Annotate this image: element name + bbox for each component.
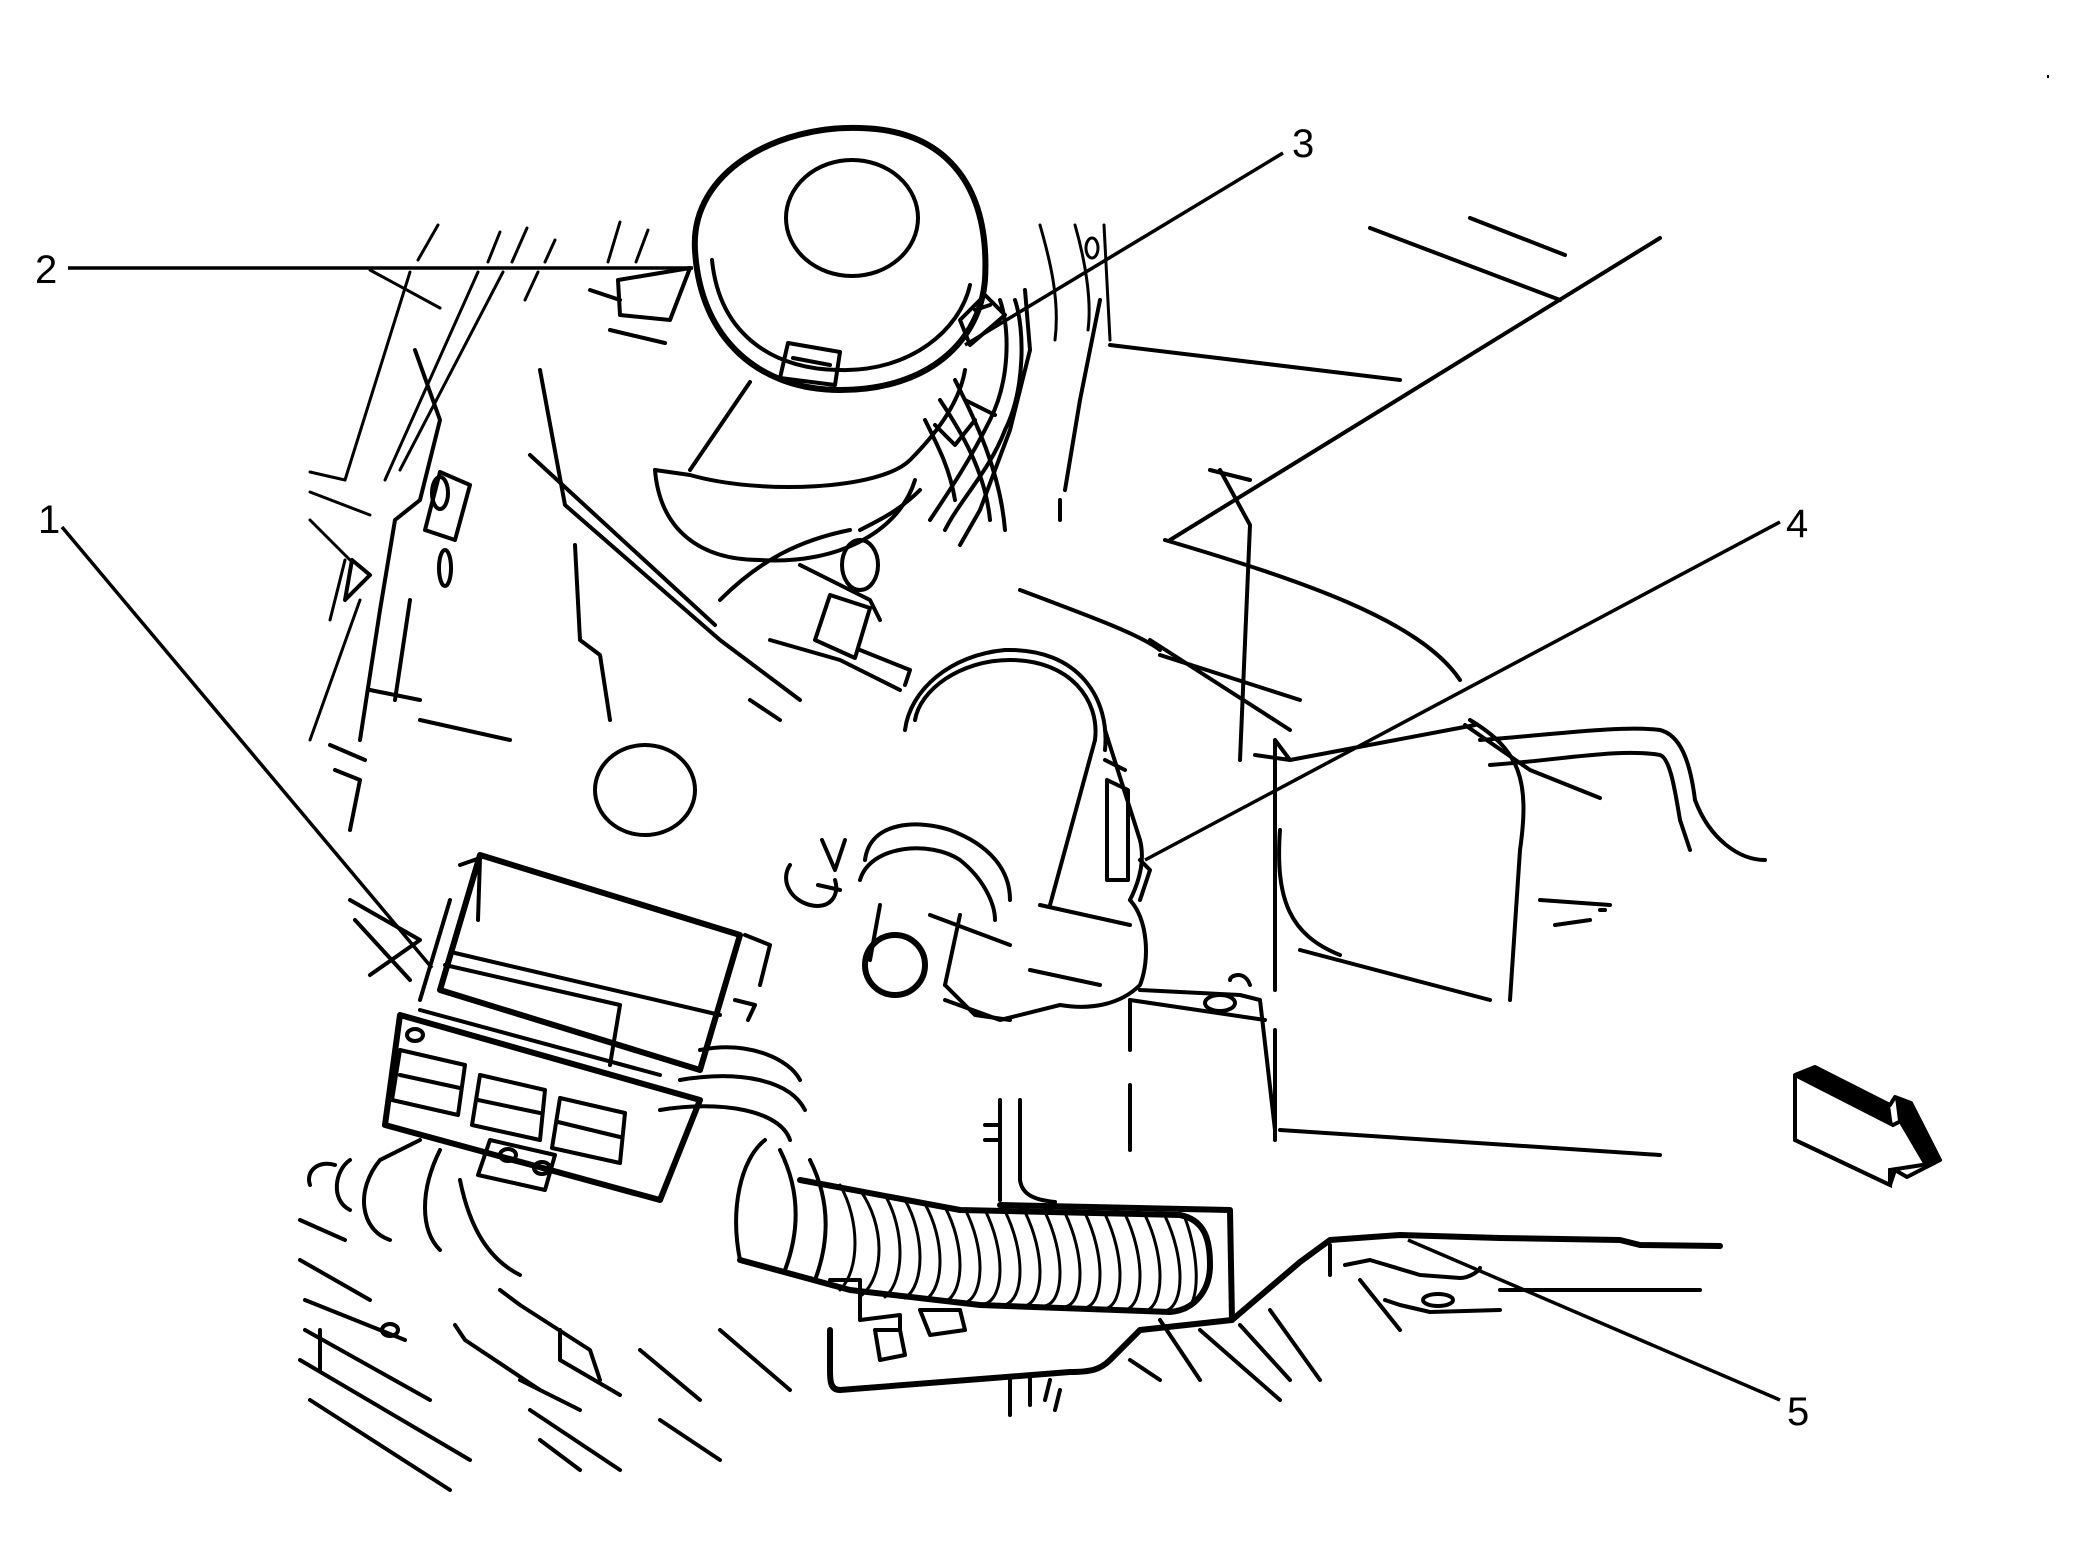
callout-5-label: 5 [1787,1390,1809,1434]
callout-2-label: 2 [35,248,57,292]
steering-column-actuator [784,647,1152,1022]
ignition-lock-cylinder-housing [588,124,989,563]
speck-mark [2047,75,2049,78]
corrugated-wire-conduit [734,1138,1213,1315]
forward-direction-arrow-icon [1793,1065,1942,1189]
callout-leaders [60,151,1781,1402]
callout-3-label: 3 [1292,122,1314,166]
callout-labels: 1 2 3 4 5 [35,122,1809,1434]
lower-wiring-harness [298,1045,807,1492]
leader-line-3 [964,151,1284,347]
callout-4-label: 4 [1786,502,1808,546]
leader-line-4 [1144,520,1781,862]
leader-line-5 [1407,1238,1781,1402]
background-structure [308,216,1767,1157]
lower-right-bracket [1128,973,1277,1132]
callout-1-label: 1 [38,498,60,542]
steering-column-shroud [528,368,1007,837]
harness-connector-3 [928,288,1102,547]
electrical-module-connector [348,852,772,1203]
leader-line-1 [60,525,434,970]
mounting-bracket [453,1098,1723,1472]
